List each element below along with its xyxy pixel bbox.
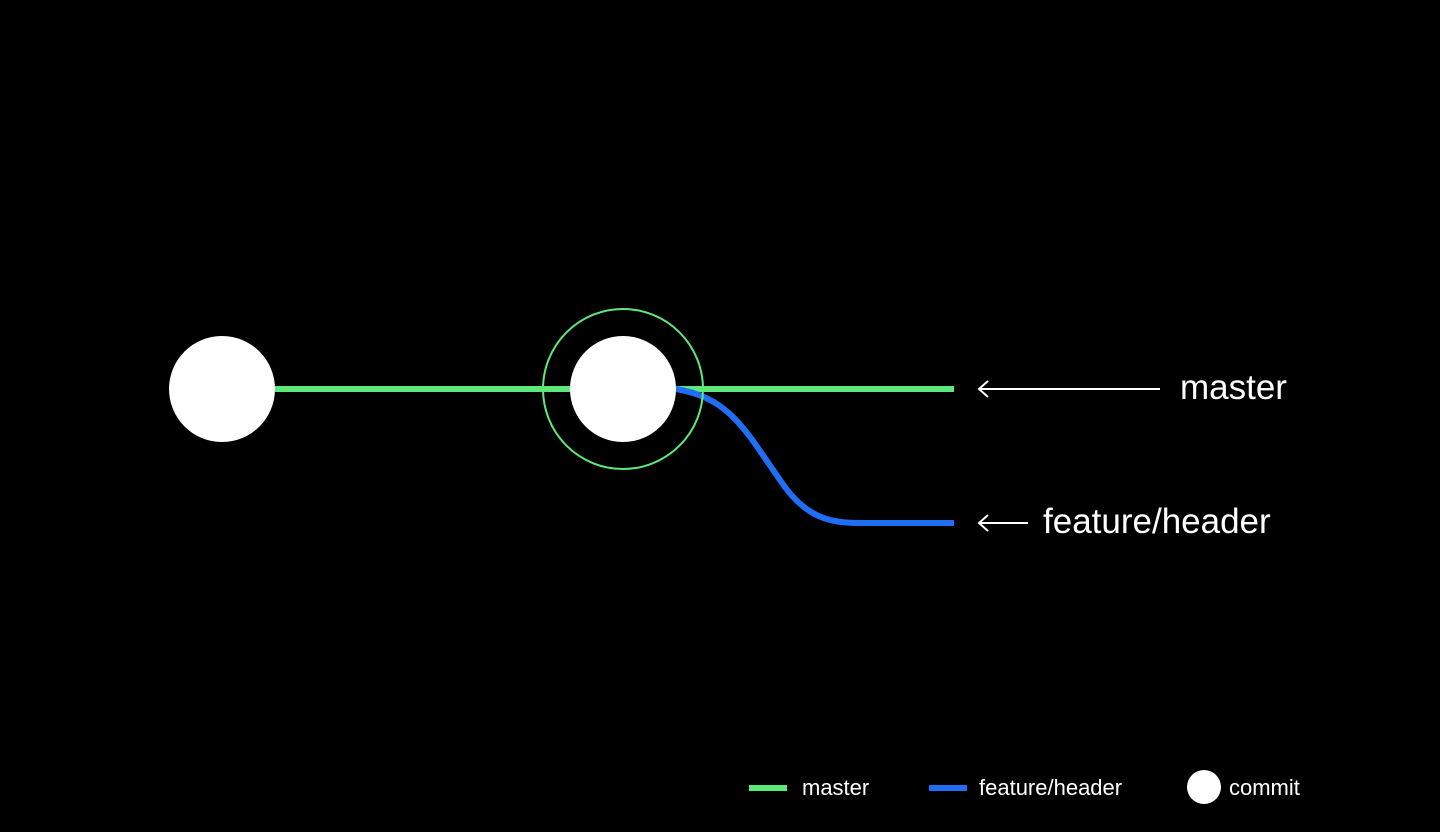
master-pointer-arrow [977, 380, 1160, 398]
feature-branch-line [675, 386, 954, 526]
head-commit-highlight-ring [542, 308, 704, 470]
commit-node-1[interactable] [169, 336, 275, 442]
legend-feature-label: feature/header [979, 775, 1122, 800]
feature-branch-label: feature/header [1043, 502, 1271, 541]
legend-commit-swatch [1187, 770, 1221, 804]
feature-pointer-arrow [977, 514, 1028, 532]
legend: master feature/header commit [749, 770, 1300, 804]
legend-master-label: master [802, 775, 869, 800]
master-branch-label: master [1180, 368, 1287, 407]
commit-node-2[interactable] [570, 336, 676, 442]
legend-commit-label: commit [1229, 775, 1300, 800]
